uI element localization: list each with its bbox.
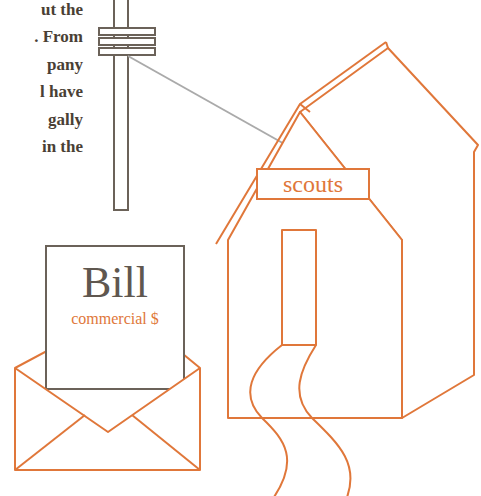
sign-text: scouts (283, 170, 343, 198)
text-fragment: gally (48, 110, 83, 130)
text-fragment: . From (34, 27, 83, 47)
utility-pole (99, 0, 155, 210)
power-wire (128, 56, 288, 146)
bill-note: commercial $ (71, 309, 159, 329)
text-fragment: ut the (41, 0, 83, 20)
house (216, 42, 478, 418)
sign-board: scouts (256, 168, 370, 200)
garden-path (250, 345, 350, 496)
text-fragment: l have (40, 82, 83, 102)
text-fragment: in the (42, 137, 83, 157)
bill-heading: Bill (82, 257, 148, 309)
text-fragment: pany (47, 55, 83, 75)
bill-paper: Billcommercial $ (45, 245, 185, 390)
